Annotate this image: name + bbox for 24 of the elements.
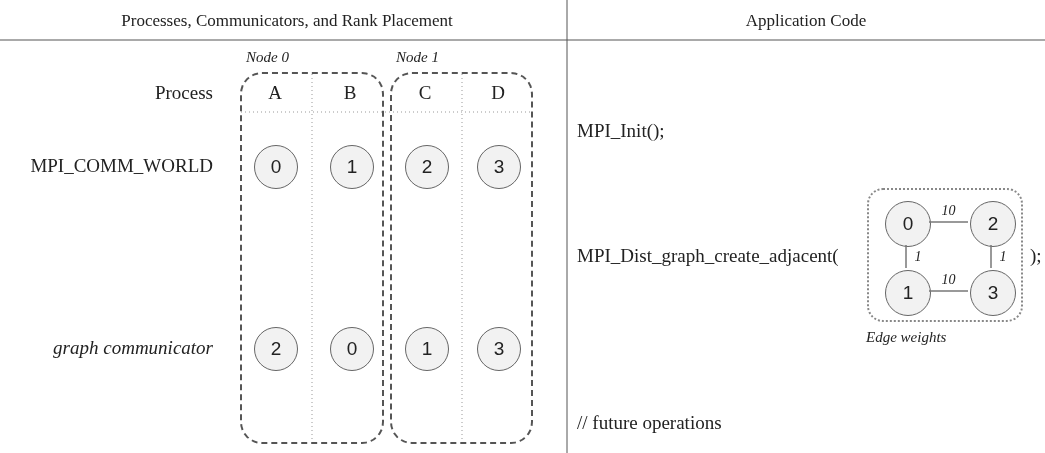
row-label: Process [154,82,213,102]
graph-edge [990,244,992,269]
process-label: C [418,82,432,102]
edge-label: 1 [913,249,923,264]
graph-edge [928,221,969,223]
code-line: // future operations [577,412,722,432]
node-label: Edge weights [866,328,947,347]
code-line: MPI_Init(); [577,120,665,140]
code-line: ); [1030,245,1042,265]
row-label: MPI_COMM_WORLD [30,155,213,175]
graph-edge [905,244,907,269]
column-header: Application Code [745,11,867,29]
graph-edge [928,290,969,292]
edge-label: 10 [940,204,957,218]
node-label: Node 0 [246,48,289,67]
node-label: Node 1 [396,48,439,67]
process-label: B [343,82,357,102]
column-header: Processes, Communicators, and Rank Placement [121,11,453,29]
edge-label: 10 [940,273,957,287]
edge-label: 1 [998,249,1008,264]
process-label: D [491,82,505,102]
code-line: MPI_Dist_graph_create_adjacent( [577,245,839,265]
process-label: A [268,82,282,102]
row-label: graph communicator [53,337,213,357]
